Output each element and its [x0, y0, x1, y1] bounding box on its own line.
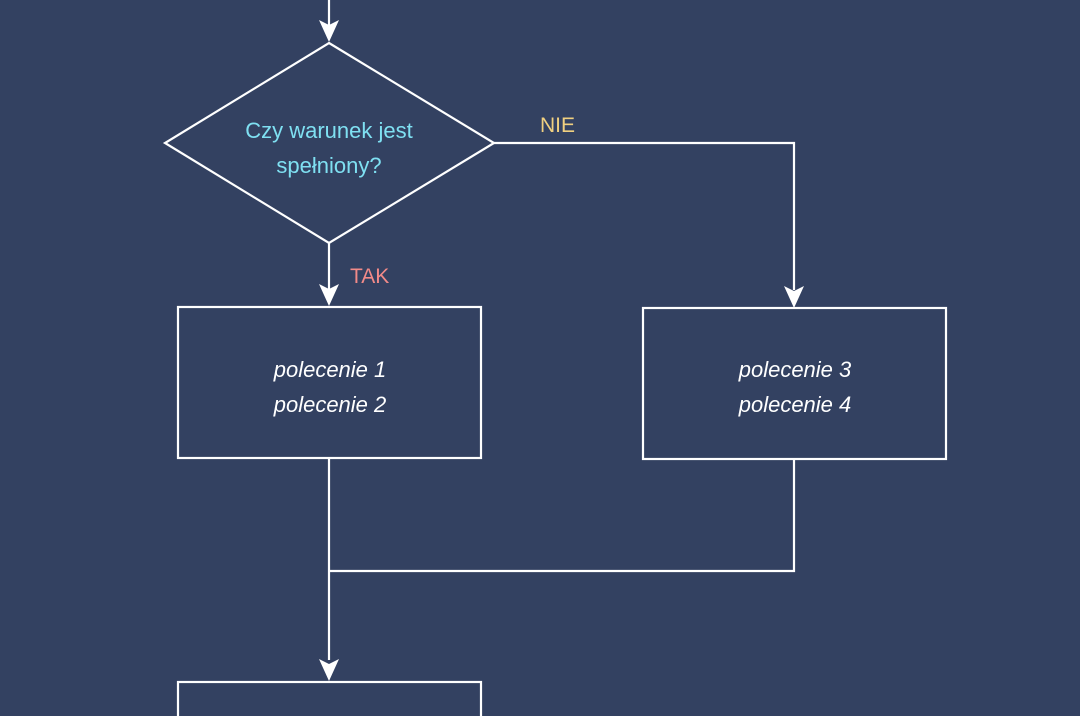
- no-branch-connector: [494, 141, 804, 308]
- yes-branch-label: TAK: [350, 265, 389, 288]
- decision-diamond: [162, 41, 497, 245]
- process-box-yes: [176, 305, 483, 460]
- process-yes-line2: polecenie 2: [273, 392, 387, 417]
- yes-branch-connector: [319, 243, 339, 306]
- process-no-line2: polecenie 4: [738, 392, 852, 417]
- process-box-no: [641, 306, 948, 461]
- process-yes-line1: polecenie 1: [273, 357, 387, 382]
- next-process-box: [176, 680, 483, 716]
- incoming-connector: [319, 0, 339, 42]
- merge-connector: [319, 458, 796, 681]
- decision-text-line2: spełniony?: [276, 153, 381, 178]
- decision-text-line1: Czy warunek jest: [245, 118, 413, 143]
- process-no-line1: polecenie 3: [738, 357, 852, 382]
- no-branch-label: NIE: [540, 114, 575, 137]
